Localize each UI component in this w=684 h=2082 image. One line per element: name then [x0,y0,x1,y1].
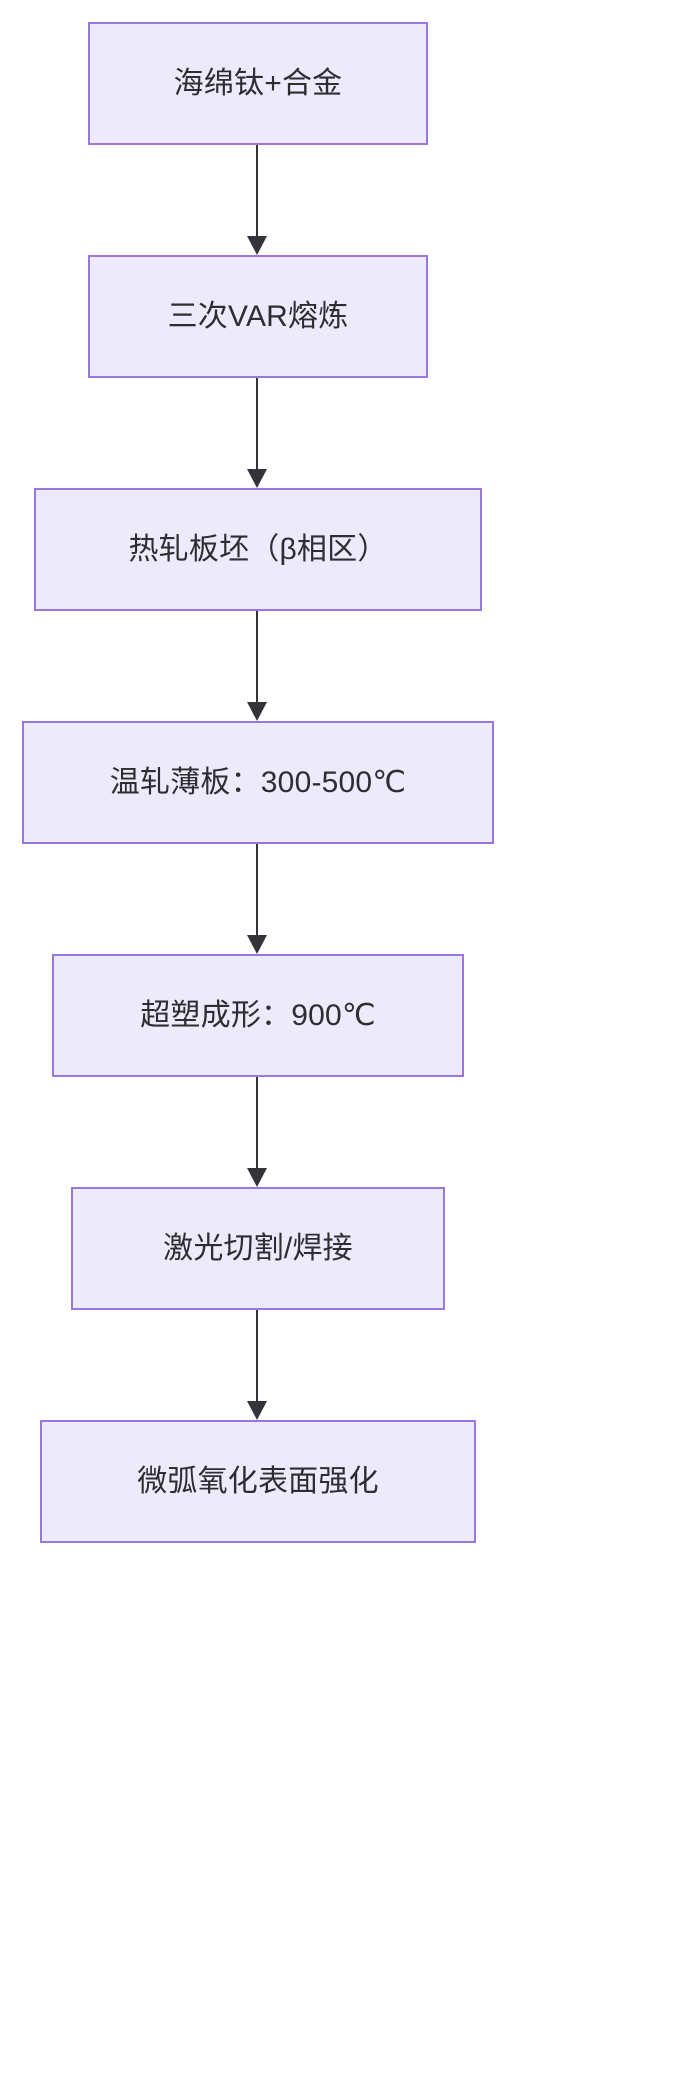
flow-node-4-label: 温轧薄板：300-500℃ [109,765,407,799]
flow-node-1[interactable]: 海绵钛+合金 [88,22,428,145]
flow-node-4[interactable]: 温轧薄板：300-500℃ [22,721,494,844]
flow-edge-1-2 [247,145,267,255]
flow-node-6-label: 激光切割/焊接 [163,1231,353,1265]
flow-edge-2-3 [247,378,267,488]
flow-node-3[interactable]: 热轧板坯（β相区） [34,488,482,611]
flow-edge-4-5 [247,844,267,954]
flow-node-1-label: 海绵钛+合金 [173,66,343,100]
flow-node-5-label: 超塑成形：900℃ [140,998,376,1032]
flow-node-7-label: 微弧氧化表面强化 [137,1464,379,1498]
flow-edge-5-6 [247,1077,267,1187]
flow-node-3-label: 热轧板坯（β相区） [128,532,388,566]
flow-edge-3-4 [247,611,267,721]
flow-node-5[interactable]: 超塑成形：900℃ [52,954,464,1077]
flow-node-6[interactable]: 激光切割/焊接 [71,1187,445,1310]
flow-edge-6-7 [247,1310,267,1420]
flow-node-7[interactable]: 微弧氧化表面强化 [40,1420,476,1543]
flow-node-2[interactable]: 三次VAR熔炼 [88,255,428,378]
flow-node-2-label: 三次VAR熔炼 [167,299,349,333]
